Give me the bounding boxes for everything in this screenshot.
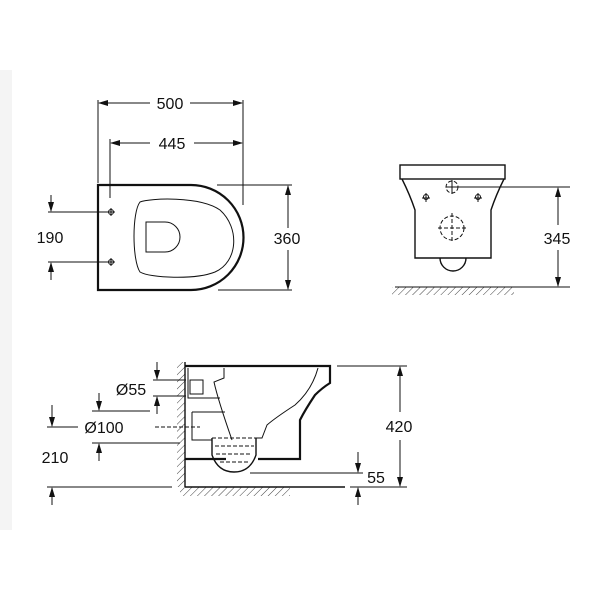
fixing-mark <box>474 193 482 202</box>
dim-445: 445 <box>159 136 186 153</box>
fixing-mark <box>422 193 430 202</box>
dim-total-height: 420 <box>386 419 413 436</box>
dim-inlet-diameter: Ø55 <box>116 382 146 399</box>
dim-360: 360 <box>274 231 301 248</box>
inlet-channel <box>187 368 220 399</box>
mounting-hole <box>107 258 115 266</box>
left-margin-strip <box>0 70 12 530</box>
dim-345: 345 <box>544 231 571 248</box>
trap-bulb <box>211 438 257 473</box>
toilet-outline-top <box>96 183 245 292</box>
dim-bowl-projection: 55 <box>367 470 385 487</box>
inner-bowl <box>145 221 181 253</box>
rim-front <box>399 164 506 180</box>
dim-500: 500 <box>157 96 184 113</box>
wall-hatch <box>177 362 185 487</box>
floor-hatch <box>392 287 514 295</box>
floor-hatch <box>180 487 290 496</box>
trap-front <box>439 257 467 272</box>
side-view: Ø55 Ø100 210 420 55 <box>42 362 413 505</box>
body-front <box>401 178 505 259</box>
toilet-outline-side <box>185 364 332 461</box>
mounting-hole <box>107 208 115 216</box>
outlet-channel <box>191 411 225 441</box>
bowl-inner-curve <box>258 367 319 439</box>
water-level <box>212 437 258 463</box>
dim-outlet-height: 210 <box>42 450 69 467</box>
dim-outlet-diameter: Ø100 <box>84 420 123 437</box>
inlet-socket <box>189 379 204 395</box>
top-view: 500 445 190 360 <box>37 96 301 292</box>
front-view: 345 <box>392 164 571 295</box>
seat-opening <box>133 198 235 278</box>
flush-channel <box>213 368 233 441</box>
dim-190: 190 <box>37 230 64 247</box>
